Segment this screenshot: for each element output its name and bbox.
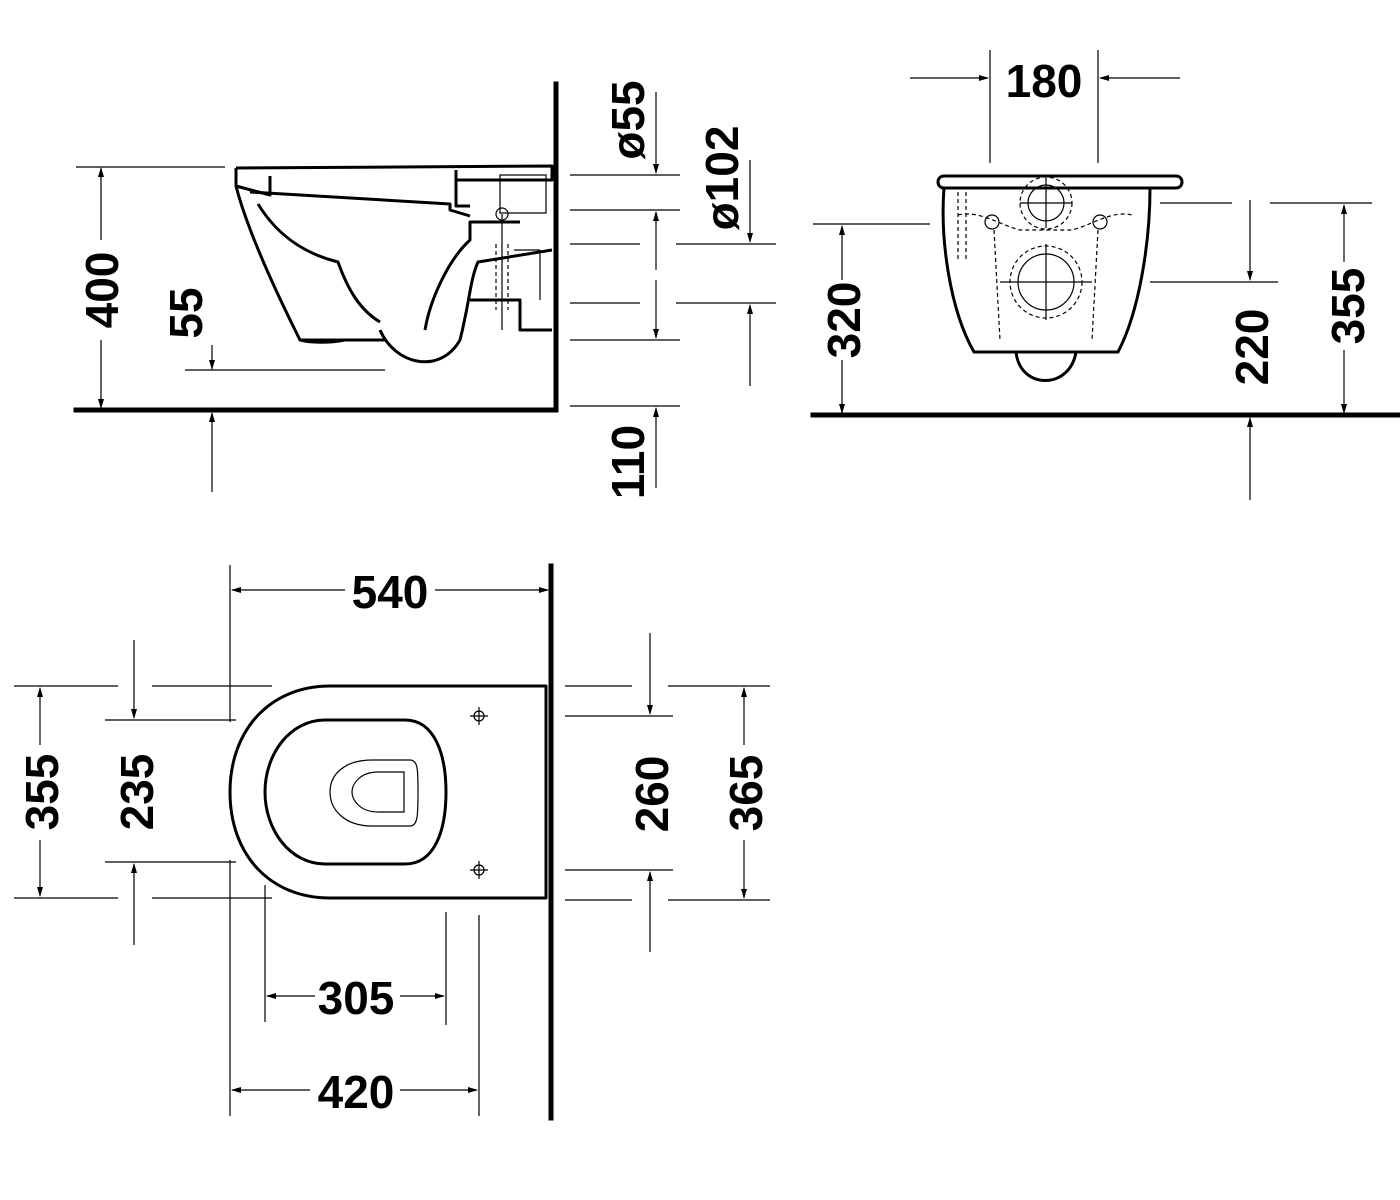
side-toilet-profile	[234, 164, 554, 364]
dim-305-label: 305	[318, 972, 395, 1024]
dim-365-label: 365	[720, 755, 772, 832]
dim-355-front-label: 355	[1322, 268, 1374, 345]
dim-235-label: 235	[111, 754, 163, 831]
dim-180-label: 180	[1006, 55, 1083, 107]
dim-355-top-label: 355	[16, 754, 68, 831]
top-view: 540 355 235 260 365 305	[14, 563, 772, 1121]
dim-320-label: 320	[818, 282, 870, 359]
side-view: 400 55 ø55 ø102 110	[73, 80, 776, 499]
front-view: 180 320 220 355	[810, 50, 1400, 500]
dim-540-label: 540	[352, 566, 429, 618]
dim-o55-label: ø55	[602, 80, 654, 159]
dim-o102-label: ø102	[696, 126, 748, 231]
dim-55-label: 55	[160, 287, 212, 338]
dim-110-label: 110	[602, 425, 654, 499]
dim-400-label: 400	[76, 252, 128, 329]
top-toilet-outline	[228, 684, 548, 900]
front-toilet-profile	[936, 174, 1184, 382]
dim-260-label: 260	[626, 756, 678, 833]
dim-420-label: 420	[318, 1066, 395, 1118]
dim-220-label: 220	[1226, 309, 1278, 386]
